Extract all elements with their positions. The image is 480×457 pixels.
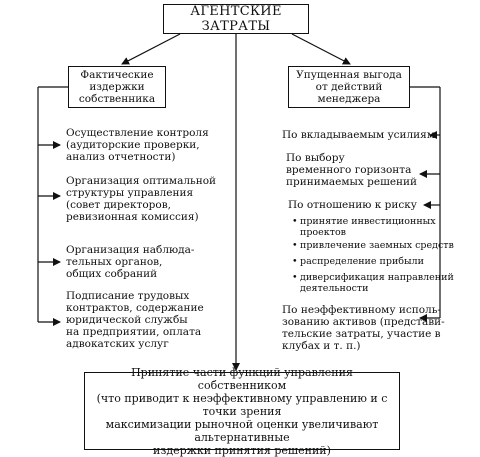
risk-subitem-investment: принятие инвестиционных проектов xyxy=(292,216,436,238)
right-item-effort: По вкладываемым усилиям xyxy=(282,129,435,141)
left-item-observation: Организация наблюда- тельных органов, об… xyxy=(66,244,195,280)
diagram-title: АГЕНТСКИЕ ЗАТРАТЫ xyxy=(190,4,282,34)
top-title-box: АГЕНТСКИЕ ЗАТРАТЫ xyxy=(163,4,309,34)
left-item-contracts: Подписание трудовых контрактов, содержан… xyxy=(66,290,204,350)
arrow-top-to-left xyxy=(121,33,181,65)
right-item-assets: По неэффективному исполь- зованию активо… xyxy=(282,304,445,352)
left-header-box: Фактические издержки собственника xyxy=(68,66,166,108)
right-item-horizon: По выбору временного горизонта принимаем… xyxy=(286,152,418,188)
risk-subitem-diversification: диверсификация направлений деятельности xyxy=(292,272,454,294)
arrow-top-to-right xyxy=(291,33,351,65)
right-header-box: Упущенная выгода от действий менеджера xyxy=(288,66,410,108)
left-item-control: Осуществление контроля (аудиторские пров… xyxy=(66,127,209,163)
bottom-box: Принятие части функций управления собств… xyxy=(84,366,400,457)
left-item-structure: Организация оптимальной структуры управл… xyxy=(66,175,217,223)
right-item-risk: По отношению к риску xyxy=(288,199,417,211)
risk-subitem-profit: распределение прибыли xyxy=(292,256,424,267)
risk-subitem-borrowing: привлечение заемных средств xyxy=(292,240,454,251)
